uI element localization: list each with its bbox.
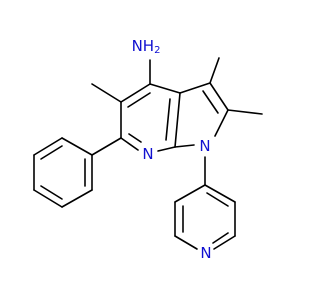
bond-c3a-c4	[149, 83, 181, 94]
pyrrole-nitrogen-label: N	[199, 137, 210, 155]
pyrrole-ring	[174, 82, 229, 148]
pyridyl-bond-6	[204, 184, 236, 203]
phenyl-bond-4	[33, 189, 63, 208]
bond-c6-n7	[120, 137, 139, 151]
bond-c3a-c3	[179, 82, 211, 94]
substituents	[91, 57, 263, 186]
bond-c6-n7-double	[128, 133, 142, 143]
amine-label: NH2	[132, 37, 161, 56]
pyridine-core-nitrogen-label: N	[142, 145, 153, 163]
pyridyl-nitrogen-label: N	[200, 244, 211, 262]
bond-c7a-c3a	[174, 92, 181, 148]
phenyl-double-1	[40, 145, 63, 160]
bond-c3-c2-double	[202, 90, 219, 114]
phenyl-ring	[33, 137, 93, 208]
pyridyl-double-2	[212, 232, 229, 244]
pyridyl-bond-3	[174, 235, 198, 250]
bond-c6-phenyl	[91, 137, 122, 156]
amine-label-subscript: 2	[154, 45, 160, 56]
bond-c3-methyl	[209, 57, 220, 84]
bond-c2-n1	[214, 109, 229, 137]
molecule-structure-diagram: NH2 N N N	[33, 37, 263, 262]
amine-label-main: NH	[132, 37, 155, 55]
bond-c3-c2	[209, 82, 229, 111]
bond-c5-methyl	[91, 83, 122, 103]
pyridyl-double-3	[206, 192, 229, 207]
pyridyl-bond-4	[213, 235, 236, 250]
atom-labels: NH2 N N N	[132, 37, 212, 262]
phenyl-bond-5	[61, 189, 93, 208]
bond-c2-methyl	[227, 109, 263, 115]
bond-n7-c7a	[157, 146, 176, 152]
pyridyl-ring	[174, 184, 236, 250]
bond-n1-c7a	[174, 144, 195, 148]
pyridyl-bond-1	[174, 184, 206, 203]
pyridine-core-ring	[120, 83, 181, 152]
phenyl-double-2	[40, 185, 63, 200]
bond-c7a-c3a-double	[165, 98, 171, 141]
bond-c4-c5	[120, 83, 151, 103]
phenyl-bond-1	[61, 137, 93, 156]
bond-c4-c5-double	[127, 92, 151, 108]
phenyl-bond-2	[33, 137, 63, 156]
